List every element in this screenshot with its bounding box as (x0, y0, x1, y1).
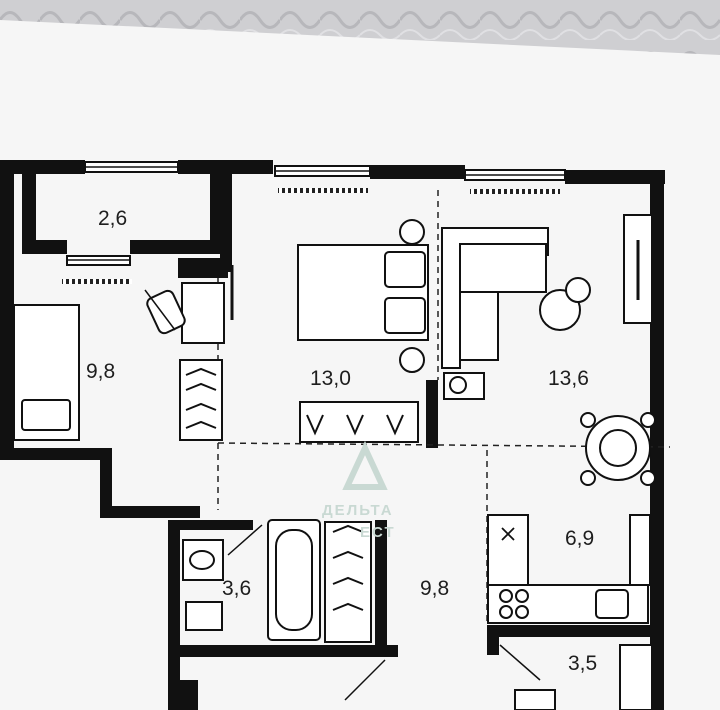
windows (62, 161, 566, 284)
bath-toilet (185, 601, 223, 631)
kitchen-cabinet-row (487, 514, 529, 586)
area-living-room: 13,6 (548, 367, 589, 390)
area-hallway: 9,8 (420, 577, 449, 600)
kitchen-x-mark (501, 527, 515, 541)
area-bathroom: 3,6 (222, 577, 251, 600)
room-area-labels: 2,6 9,8 13,0 13,6 6,9 3,6 9,8 3,5 (86, 207, 597, 675)
wardrobe-hanger-marks (185, 367, 404, 611)
watermark-line1: ДЕЛЬТА (322, 502, 394, 519)
furniture (13, 214, 656, 710)
area-toilet: 3,5 (568, 652, 597, 675)
area-bedroom-left: 9,8 (86, 360, 115, 383)
toilet-fixture (514, 689, 556, 710)
area-balcony: 2,6 (98, 207, 127, 230)
watermark-line2: ЕСТ (360, 524, 396, 541)
area-bedroom-main: 13,0 (310, 367, 351, 390)
door-swings (144, 265, 541, 701)
area-kitchen: 6,9 (565, 527, 594, 550)
walls (0, 160, 665, 710)
hallway-wardrobe (324, 521, 372, 643)
desk (181, 282, 225, 344)
watermark: ДЕЛЬТА ЕСТ (322, 440, 396, 541)
